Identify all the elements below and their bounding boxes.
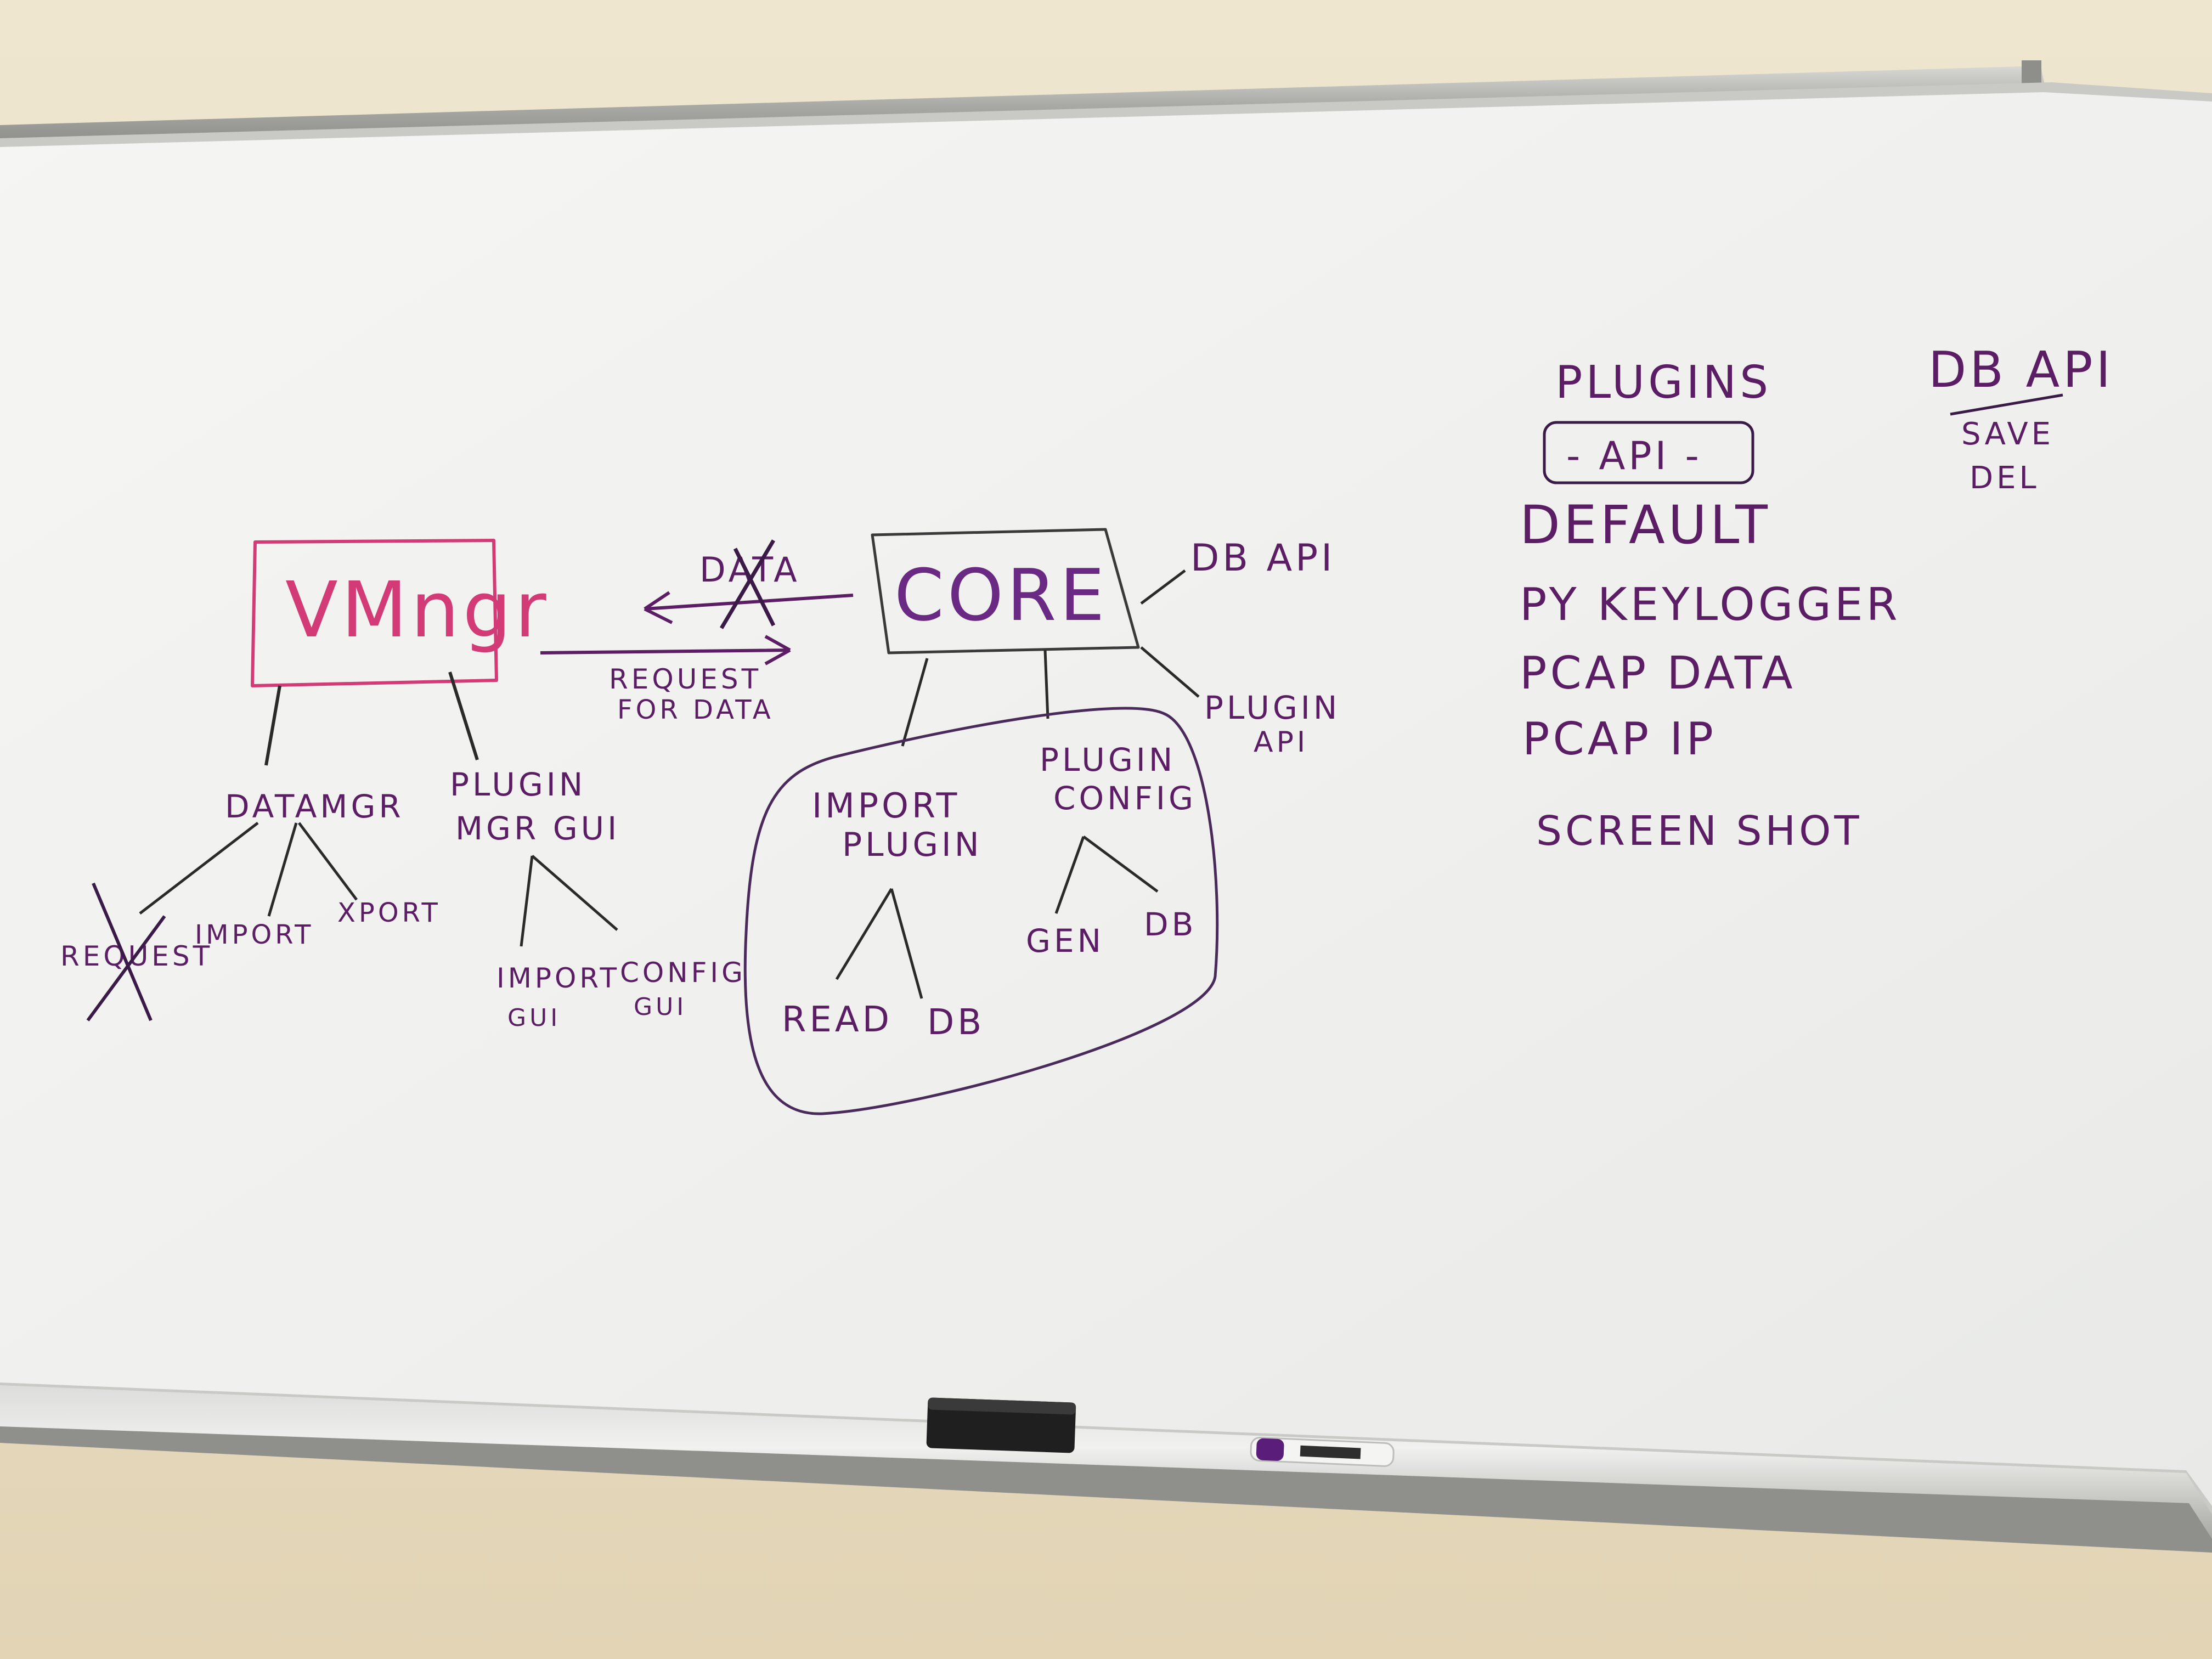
import-gui-label-2: GUI bbox=[507, 1004, 561, 1032]
plugin-item-default: DEFAULT bbox=[1520, 494, 1771, 556]
datamgr-branches bbox=[139, 822, 358, 917]
whiteboard-surface bbox=[0, 92, 2212, 1506]
db-left-leaf: DB bbox=[927, 1002, 985, 1043]
data-crossout bbox=[719, 539, 776, 629]
db-right-leaf: DB bbox=[1144, 906, 1197, 943]
plugin-mgr-branches bbox=[520, 855, 618, 947]
plugin-item-pcap-data: PCAP DATA bbox=[1520, 647, 1796, 699]
import-gui-label-1: IMPORT bbox=[496, 962, 620, 994]
gen-leaf: GEN bbox=[1026, 922, 1104, 960]
plugin-mgr-label-2: MGR GUI bbox=[455, 810, 620, 847]
core-down-lines bbox=[901, 650, 1049, 747]
plugin-item-pykeylogger: PY KEYLOGGER bbox=[1520, 579, 1901, 631]
eraser[interactable] bbox=[926, 1397, 1076, 1453]
db-api-heading: DB API bbox=[1928, 341, 2114, 399]
plugin-item-screenshot: SCREEN SHOT bbox=[1536, 808, 1863, 855]
vm-manager-label: VMngr bbox=[285, 566, 550, 655]
core-label: CORE bbox=[894, 554, 1108, 637]
plugin-api-label-2: API bbox=[1254, 726, 1308, 759]
marker[interactable] bbox=[1250, 1436, 1395, 1467]
plugin-group-outline bbox=[743, 707, 1219, 1115]
import-plugin-branches bbox=[835, 888, 923, 999]
api-box bbox=[1543, 421, 1754, 484]
plugin-config-label-2: CONFIG bbox=[1053, 780, 1197, 817]
vm-to-pluginmgr-line bbox=[448, 672, 479, 760]
core-box: CORE bbox=[871, 528, 1140, 654]
db-api-underline bbox=[1950, 393, 2063, 416]
plugin-mgr-label-1: PLUGIN bbox=[450, 766, 586, 803]
plugin-config-label-1: PLUGIN bbox=[1040, 741, 1176, 778]
plugins-heading: PLUGINS bbox=[1555, 357, 1771, 409]
core-to-dbapi-line bbox=[1140, 569, 1186, 605]
vm-to-datamgr-line bbox=[264, 685, 281, 766]
import-plugin-label-2: PLUGIN bbox=[842, 826, 983, 864]
plugin-config-branches bbox=[1054, 835, 1159, 914]
db-api-item-del: DEL bbox=[1970, 460, 2040, 496]
xport-leaf: XPORT bbox=[337, 898, 441, 928]
plugin-api-label-1: PLUGIN bbox=[1204, 689, 1340, 726]
plugin-item-pcap-ip: PCAP IP bbox=[1522, 713, 1717, 765]
map-rail bbox=[0, 66, 2046, 144]
datamgr-label: DATAMGR bbox=[225, 788, 404, 825]
api-box-label: - API - bbox=[1566, 433, 1702, 478]
config-gui-label-2: GUI bbox=[634, 993, 687, 1021]
import-plugin-label-1: IMPORT bbox=[812, 786, 960, 826]
read-leaf: READ bbox=[782, 1000, 893, 1040]
vm-manager-box: VMngr bbox=[251, 539, 550, 687]
db-api-label: DB API bbox=[1190, 537, 1335, 580]
request-arrow bbox=[540, 635, 791, 665]
config-gui-label-1: CONFIG bbox=[620, 957, 746, 989]
db-api-item-save: SAVE bbox=[1961, 416, 2054, 452]
core-to-pluginapi-line bbox=[1140, 646, 1200, 698]
tray-lip bbox=[0, 1426, 2212, 1553]
data-arrow bbox=[644, 591, 854, 624]
request-label-2: FOR DATA bbox=[617, 695, 774, 725]
import-leaf: IMPORT bbox=[195, 919, 314, 950]
marker-tray bbox=[0, 1385, 2212, 1542]
request-label-1: REQUEST bbox=[609, 663, 761, 695]
request-crossout bbox=[86, 882, 166, 1022]
